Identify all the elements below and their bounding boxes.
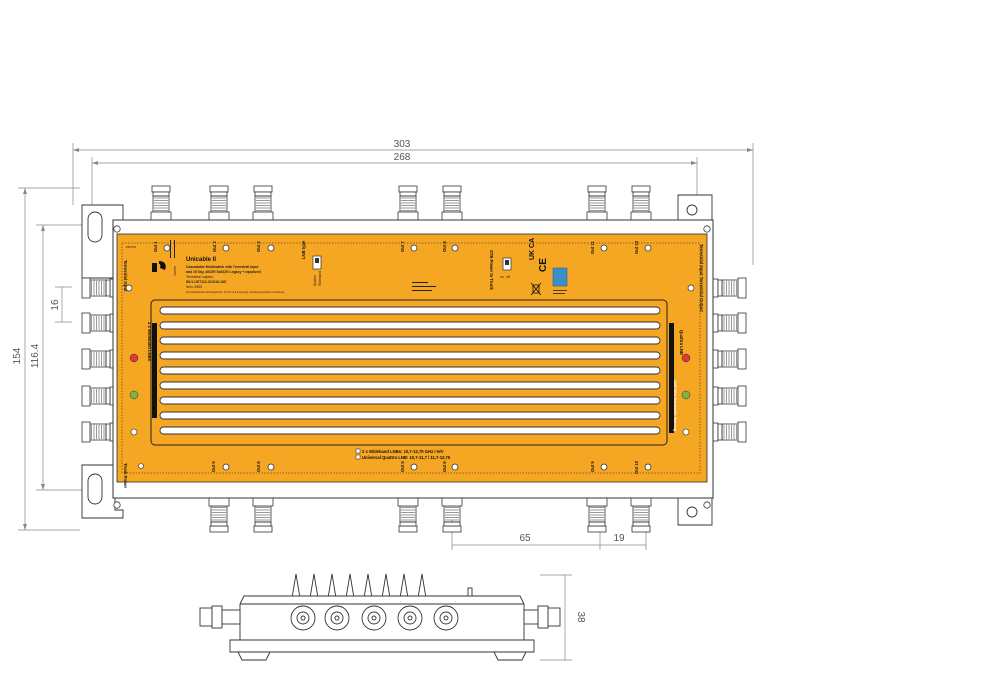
stb-power-on: on <box>500 275 504 279</box>
lnb-type-title: LNB type <box>301 240 306 259</box>
wideband-check <box>355 448 361 454</box>
cert-badge <box>552 267 568 287</box>
top-output-labels: Out 1 Out 3 Out 4 Out 7 Out 8 Out 11 Out… <box>153 240 639 254</box>
lnb-type-quattro: Quattro <box>313 275 317 286</box>
dim-inner-height: 116.4 <box>30 343 41 368</box>
brand-name: inverto <box>173 266 177 276</box>
out-label-3: Out 3 <box>212 241 217 252</box>
center-small-text <box>412 282 436 291</box>
trunk-power-label: Trunk Power <box>123 463 128 489</box>
out-label-4: Out 4 <box>256 241 261 252</box>
out-label-12: Out 12 <box>634 240 639 254</box>
out-label-7: Out 7 <box>400 241 405 252</box>
housing-screws <box>113 225 711 509</box>
universal-lnb-label: Universal Quattro LNB: 10,7-11,7 / 11,7-… <box>362 455 451 460</box>
right-top-port-marker <box>687 284 695 292</box>
product-desc-3: Terrestrial outputs <box>186 275 213 279</box>
dim-19: 19 <box>613 533 625 544</box>
bottom-output-labels: Out 5 Out 6 Out 5 Out 6 Out 9 Out 10 <box>211 460 639 474</box>
output-indicators <box>163 244 652 471</box>
quattro-side-label: Quattro LNB <box>679 330 684 355</box>
out-label-11: Out 11 <box>590 241 595 254</box>
weee-icon <box>530 282 542 296</box>
cooling-fins <box>150 299 668 446</box>
out-label-b1: Out 5 <box>211 461 216 472</box>
face-dashed-border <box>121 242 701 474</box>
out-label-b4: Out 6 <box>442 461 447 472</box>
product-model: Unicable II <box>186 257 216 263</box>
left-input-indicators <box>129 353 139 436</box>
dim-overall-width: 303 <box>394 139 411 150</box>
right-connectors <box>711 277 747 443</box>
stb-power-title: STB Power to Trunk <box>489 250 494 290</box>
out-label-1: Out 1 <box>153 241 158 252</box>
quattro-side-label-bar <box>669 323 674 433</box>
lnb-type-switch-knob <box>315 258 319 263</box>
left-top-port-marker <box>125 284 133 292</box>
trunk-power-marker <box>138 463 144 469</box>
brand-logo <box>152 261 166 272</box>
product-fine-print: Fit schwartz/black Technik/grid 4/2, 174… <box>186 291 285 294</box>
stb-power-off: off <box>506 275 510 279</box>
out-label-b5: Out 9 <box>590 461 595 472</box>
bottom-connectors <box>208 497 652 533</box>
dim-side-height: 38 <box>575 611 586 623</box>
dimension-arrows <box>23 148 753 530</box>
product-ean: Item: 6555 <box>186 285 202 289</box>
serial-number: RPFX4S <box>126 245 136 249</box>
dim-inner-width: 268 <box>394 152 411 163</box>
side-warning-label: 1200 MHz Bandwidth Warning <box>673 380 677 431</box>
side-view-ports <box>290 605 459 631</box>
cert-fine-text <box>553 290 567 294</box>
out-label-b3: Out 5 <box>400 461 405 472</box>
dim-port-pitch: 16 <box>50 299 61 311</box>
out-label-8: Out 8 <box>442 241 447 252</box>
left-connectors <box>81 277 117 443</box>
terrestrial-output-label: Terrestrial Input Terrestrial Output <box>699 244 704 312</box>
right-input-indicators <box>681 353 691 436</box>
ce-mark: CE <box>538 258 549 272</box>
out1-small-text <box>170 240 175 258</box>
product-desc-2: and 16 Sky. dSCR/ SaSCR/ Legacy + equali… <box>186 270 261 274</box>
wideband-side-label: 2 x Wideband LNBs <box>147 322 152 362</box>
dim-65: 65 <box>519 533 531 544</box>
wideband-lnb-label: 2 x Wideband LNBs: 10,7-12,75 GHz / H/V <box>362 449 444 454</box>
out-label-b6: Out 10 <box>634 460 639 474</box>
out-label-b2: Out 6 <box>256 461 261 472</box>
product-desc-1: Cascadable Multiswitch with Terrestrial … <box>186 265 259 269</box>
terrestrial-input-label: Terrestrial Input <box>123 260 128 292</box>
dimension-lines <box>18 143 754 661</box>
wideband-side-label-bar <box>152 323 157 418</box>
top-connectors <box>150 185 652 221</box>
stb-power-switch-knob <box>505 260 509 265</box>
universal-check <box>355 454 361 460</box>
product-part-no: IDLY-UST112-CUO16-16S <box>186 280 227 284</box>
dim-overall-height: 154 <box>12 347 23 364</box>
lnb-type-wideband: Wideband <box>318 271 322 286</box>
ukca-mark: UK CA <box>529 238 536 260</box>
